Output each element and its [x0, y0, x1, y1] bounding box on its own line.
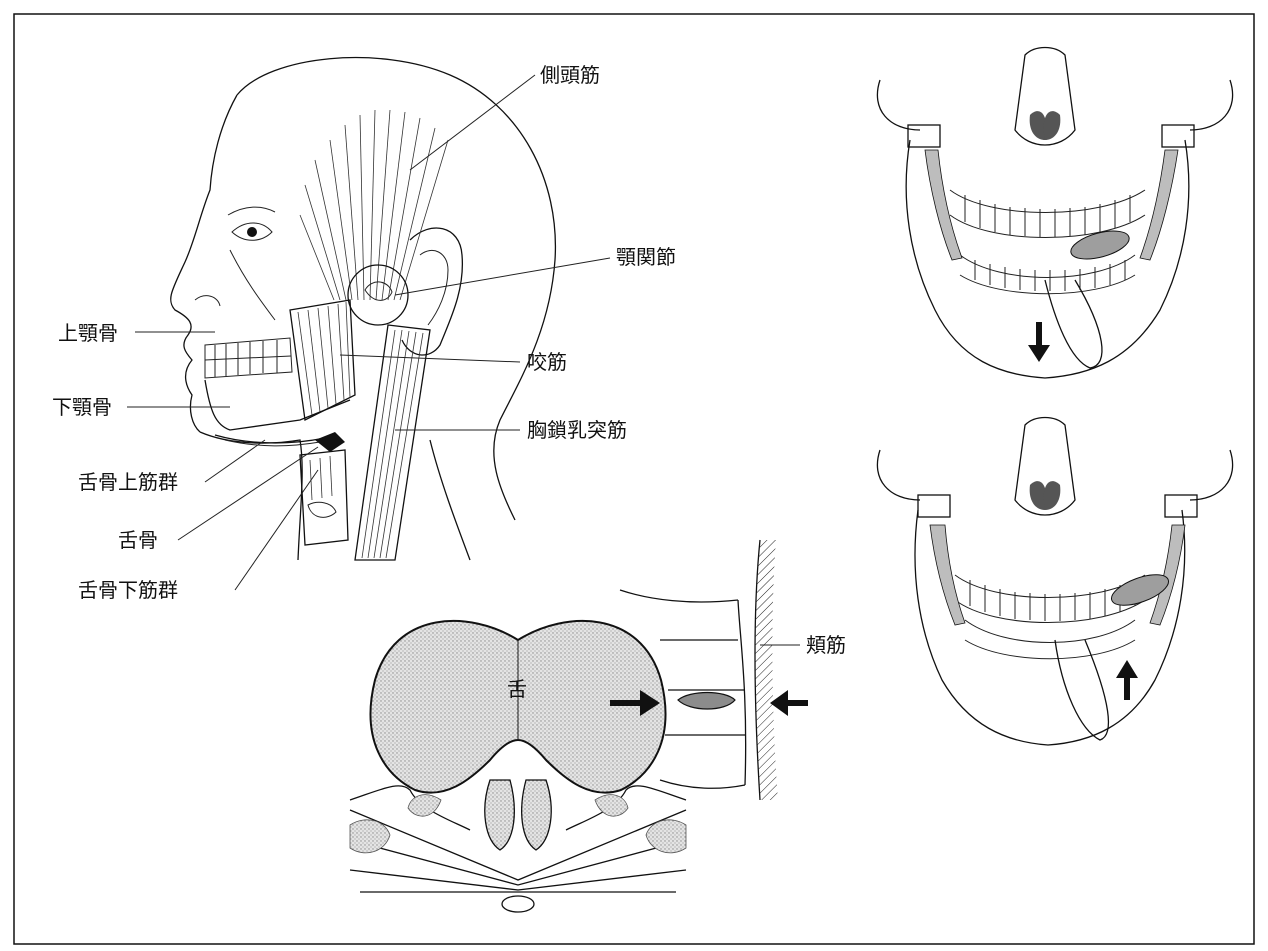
- figure-frame: [14, 14, 1254, 944]
- label-maxilla: 上顎骨: [58, 321, 118, 345]
- label-tmj: 顎関節: [616, 245, 676, 269]
- label-hyoid: 舌骨: [118, 528, 158, 552]
- label-buccinator: 頬筋: [806, 633, 846, 657]
- skull-front-top: [877, 48, 1232, 379]
- scm-muscle: [355, 325, 430, 560]
- head-side-view: [171, 58, 556, 560]
- infrahyoid-region: [300, 450, 348, 545]
- skull-front-bottom: [877, 418, 1232, 746]
- teeth-side: [205, 338, 292, 378]
- label-suprahyoid: 舌骨上筋群: [78, 470, 178, 494]
- label-tongue: 舌: [507, 677, 527, 701]
- arrow-cheek-push: [770, 690, 808, 716]
- label-masseter: 咬筋: [527, 350, 567, 374]
- hyoid-bone: [315, 432, 345, 452]
- label-temporalis: 側頭筋: [540, 63, 600, 87]
- arrow-up: [1116, 660, 1138, 700]
- label-scm: 胸鎖乳突筋: [527, 418, 627, 442]
- tongue-cross-section: [350, 540, 808, 912]
- head-labels: 側頭筋 顎関節 上顎骨 咬筋 下顎骨 胸鎖乳突筋 舌骨上筋群 舌骨 舌骨下筋群: [52, 63, 676, 602]
- temporalis-muscle: [300, 110, 448, 300]
- food-bolus: [678, 693, 735, 710]
- label-mandible: 下顎骨: [52, 395, 112, 419]
- arrow-down: [1028, 322, 1050, 362]
- label-infrahyoid: 舌骨下筋群: [78, 578, 178, 602]
